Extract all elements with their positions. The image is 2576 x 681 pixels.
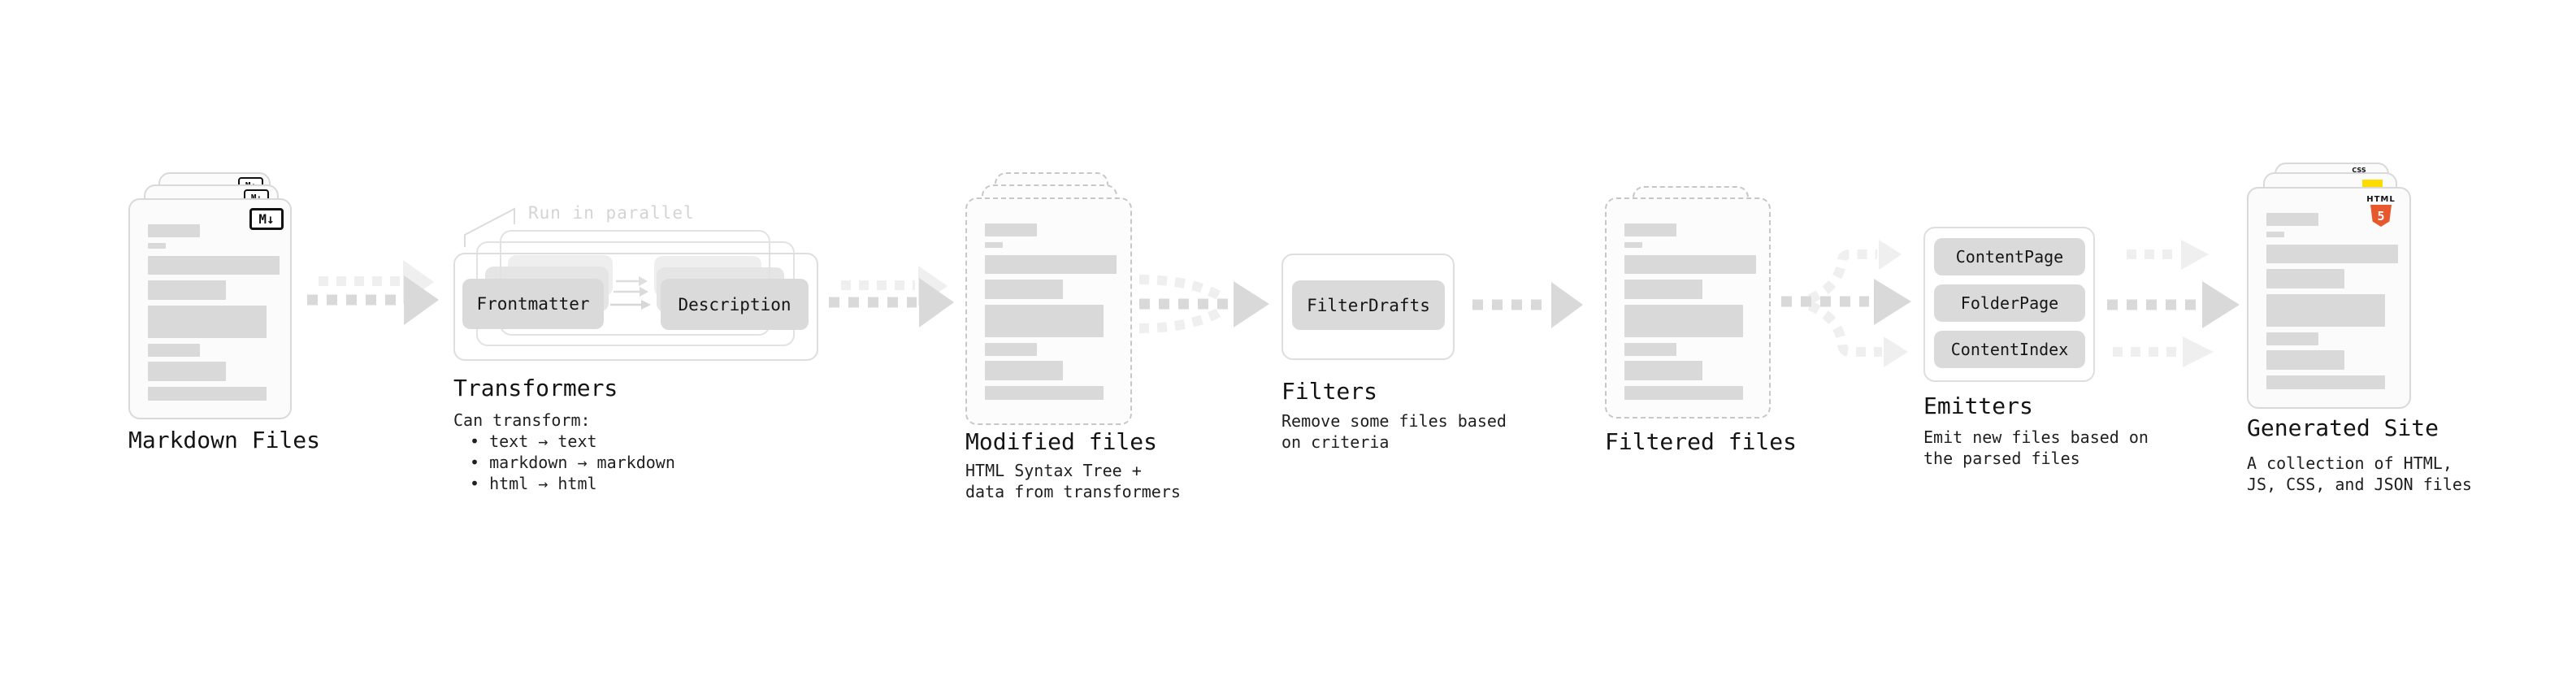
text-line-placeholder <box>2266 294 2385 327</box>
subtitle-line: Remove some files based <box>1281 411 1507 431</box>
generated-site-title: Generated Site <box>2247 414 2439 441</box>
text-line-placeholder <box>985 361 1063 380</box>
html5-icon-shield: 5 <box>2370 205 2392 227</box>
arrow-markdown-to-transformers <box>307 260 439 325</box>
text-line-placeholder <box>2266 245 2398 263</box>
markdown-file-card-front: M↓ <box>128 198 292 419</box>
text-line-placeholder <box>1624 280 1702 299</box>
transformers-subtitle: Can transform: • text → text • markdown … <box>453 410 675 494</box>
text-line-placeholder <box>148 224 200 237</box>
text-line-placeholder <box>1624 255 1756 274</box>
emitters-title: Emitters <box>1923 393 2033 419</box>
description-pill: Description <box>661 279 809 330</box>
text-line-placeholder <box>985 343 1037 356</box>
subtitle-line: on criteria <box>1281 432 1390 452</box>
generated-html-card: HTML 5 <box>2247 187 2411 409</box>
html5-icon-label: HTML <box>2366 195 2396 204</box>
text-line-placeholder <box>2266 375 2385 389</box>
text-line-placeholder <box>985 386 1104 400</box>
bullet-line: • text → text <box>470 432 597 451</box>
subtitle-line: A collection of HTML, <box>2247 453 2452 473</box>
modified-files-title: Modified files <box>965 428 1158 455</box>
arrow-transformers-to-modified <box>829 266 954 327</box>
filters-subtitle: Remove some files based on criteria <box>1281 410 1507 453</box>
subtitle-line: HTML Syntax Tree + <box>965 461 1142 480</box>
bullet-line: • markdown → markdown <box>470 453 675 472</box>
modified-file-card-front <box>965 197 1132 425</box>
text-line-placeholder <box>2266 332 2318 345</box>
text-line-placeholder <box>1624 242 1642 248</box>
markdown-icon: M↓ <box>249 208 284 230</box>
text-line-placeholder <box>1624 386 1743 400</box>
text-line-placeholder <box>2266 213 2318 226</box>
subtitle-line: Emit new files based on <box>1923 427 2149 447</box>
arrow-modified-to-filters <box>1138 275 1269 333</box>
transformers-title: Transformers <box>453 375 618 401</box>
generated-site-subtitle: A collection of HTML, JS, CSS, and JSON … <box>2247 453 2472 495</box>
text-line-placeholder <box>2266 269 2344 288</box>
css-icon-label: CSS <box>2352 167 2366 174</box>
modified-files-subtitle: HTML Syntax Tree + data from transformer… <box>965 460 1181 502</box>
text-line-placeholder <box>985 242 1003 248</box>
js-icon <box>2362 180 2383 189</box>
folderpage-pill: FolderPage <box>1934 284 2085 322</box>
text-line-placeholder <box>148 362 226 381</box>
text-line-placeholder <box>985 305 1104 337</box>
text-line-placeholder <box>985 223 1037 236</box>
subtitle-line: JS, CSS, and JSON files <box>2247 475 2472 494</box>
contentpage-pill: ContentPage <box>1934 238 2085 275</box>
subtitle-line: Can transform: <box>453 410 591 430</box>
filtered-file-card-front <box>1605 197 1771 419</box>
frontmatter-pill: Frontmatter <box>462 279 604 329</box>
text-line-placeholder <box>148 243 166 249</box>
html5-icon-number: 5 <box>2377 208 2385 223</box>
text-line-placeholder <box>148 387 267 401</box>
run-in-parallel-label: Run in parallel <box>528 203 695 223</box>
arrow-emitters-to-generated <box>2107 240 2240 367</box>
arrow-filters-to-filtered <box>1472 282 1583 328</box>
text-line-placeholder <box>1624 343 1676 356</box>
markdown-files-title: Markdown Files <box>128 427 321 453</box>
emitters-subtitle: Emit new files based on the parsed files <box>1923 427 2149 469</box>
arrow-filtered-to-emitters <box>1781 240 1911 367</box>
text-line-placeholder <box>148 256 280 275</box>
text-line-placeholder <box>148 306 267 338</box>
text-line-placeholder <box>1624 361 1702 380</box>
bullet-line: • html → html <box>470 474 597 493</box>
subtitle-line: the parsed files <box>1923 449 2080 468</box>
filterdrafts-pill: FilterDrafts <box>1292 280 1445 330</box>
html5-icon: HTML 5 <box>2362 195 2400 227</box>
text-line-placeholder <box>2266 350 2344 370</box>
filters-title: Filters <box>1281 378 1378 405</box>
text-line-placeholder <box>1624 223 1676 236</box>
contentindex-pill: ContentIndex <box>1934 331 2085 368</box>
text-line-placeholder <box>985 255 1117 274</box>
text-line-placeholder <box>1624 305 1743 337</box>
text-line-placeholder <box>2266 232 2284 237</box>
filtered-files-title: Filtered files <box>1605 428 1798 455</box>
subtitle-line: data from transformers <box>965 482 1181 501</box>
text-line-placeholder <box>148 344 200 357</box>
transformer-frame-front <box>453 253 818 361</box>
text-line-placeholder <box>985 280 1063 299</box>
text-line-placeholder <box>148 280 226 300</box>
